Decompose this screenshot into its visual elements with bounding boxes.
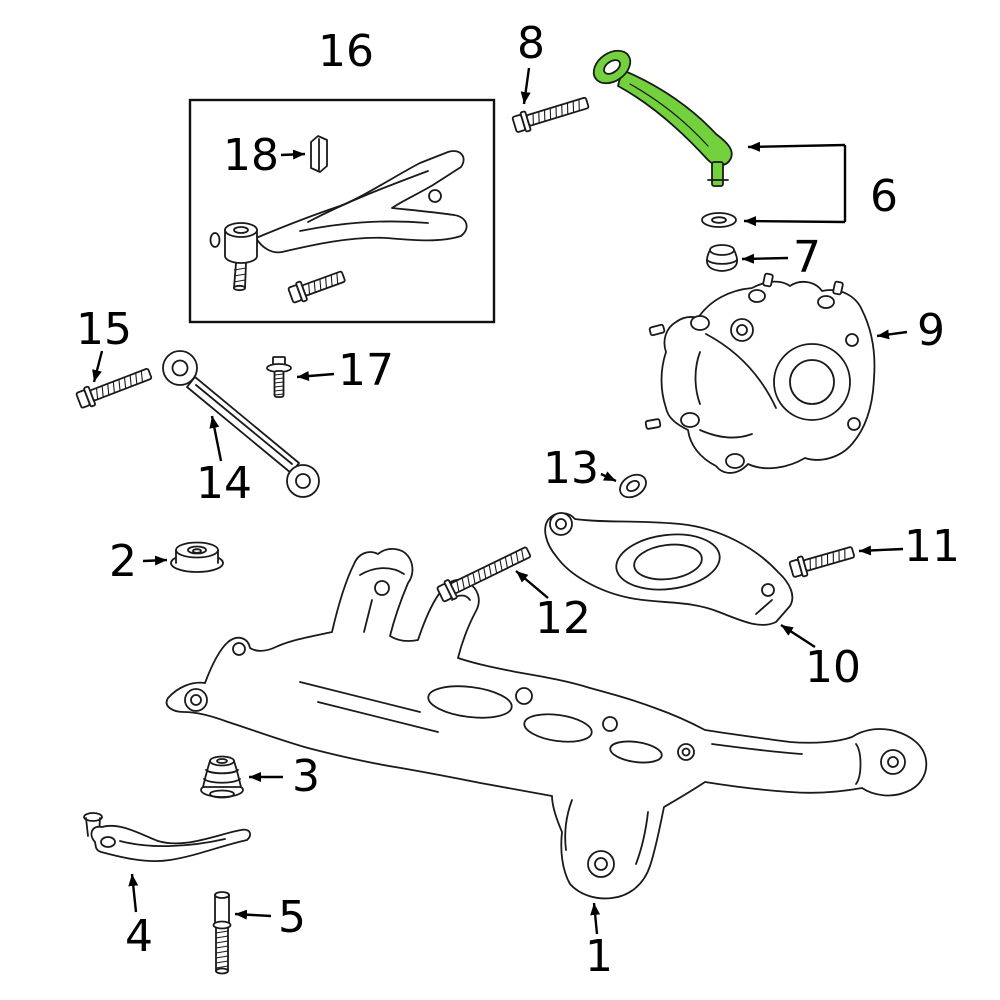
part-knuckle: [644, 272, 876, 474]
arrow-8: [520, 67, 531, 105]
arrow-4: [128, 873, 139, 913]
callout-lines: [92, 67, 908, 935]
part-subframe: [165, 548, 928, 900]
arrow-7: [741, 253, 789, 264]
part-bolt-11: [788, 546, 855, 578]
part-washer-13: [619, 473, 647, 499]
part-rod-14: [162, 350, 320, 498]
arrow-15: [92, 350, 104, 383]
callout-14: 14: [196, 458, 252, 509]
part-arm-4: [83, 812, 252, 862]
callout-5: 5: [278, 892, 306, 943]
arrow-10: [780, 623, 816, 649]
arrow-12: [515, 570, 549, 599]
arrow-2: [142, 555, 168, 566]
callout-15: 15: [76, 304, 132, 355]
arrow-13: [600, 471, 617, 483]
callout-3: 3: [292, 751, 320, 802]
callout-12: 12: [535, 593, 591, 644]
part-lower-arm: [544, 512, 794, 626]
arrow-14: [209, 415, 223, 462]
part-bushing-2: [170, 541, 224, 573]
part-washer-6: [701, 212, 737, 228]
callout-9: 9: [917, 305, 945, 356]
part-16-frame: [188, 98, 496, 324]
callout-16: 16: [318, 26, 374, 77]
callout-8: 8: [517, 18, 545, 69]
callout-10: 10: [805, 642, 861, 693]
arrow-17: [296, 371, 335, 382]
callout-17: 17: [338, 345, 394, 396]
arrow-1: [590, 902, 601, 935]
callout-13: 13: [543, 443, 599, 494]
callout-6: 6: [870, 171, 898, 222]
part-16-bolt: [287, 270, 346, 304]
part-bolt-12: [436, 546, 532, 603]
callout-18: 18: [223, 130, 279, 181]
arrow-18: [280, 149, 306, 160]
part-bolt-15: [75, 367, 153, 409]
callout-7: 7: [793, 232, 821, 283]
part-upper-arm-6: [592, 49, 733, 187]
arrow-11: [858, 545, 904, 556]
callout-2: 2: [109, 536, 137, 587]
part-bolt-8: [511, 96, 590, 133]
part-bushing-3: [200, 755, 244, 799]
part-bolt-17: [266, 356, 292, 398]
callout-11: 11: [904, 521, 960, 572]
callout-1: 1: [585, 931, 613, 982]
callout-4: 4: [125, 911, 153, 962]
part-trailing-arm-16: [188, 98, 496, 324]
part-stud-5: [212, 891, 232, 975]
arrow-5: [234, 909, 272, 920]
part-grommet-7: [706, 244, 738, 272]
arrow-9: [876, 329, 908, 340]
